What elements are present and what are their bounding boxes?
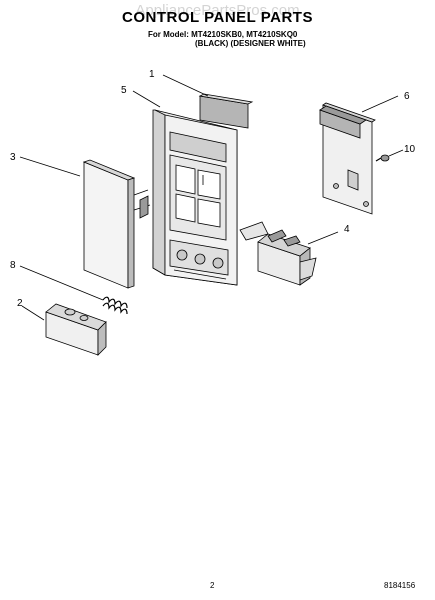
model-line: For Model: MT4210SKB0, MT4210SKQ0 (148, 30, 298, 39)
page-number: 2 (210, 581, 215, 590)
watermark: AppliancePartsPros.com (135, 2, 300, 19)
part-4-latch (239, 221, 317, 286)
callout-8: 8 (10, 260, 16, 271)
callout-5: 5 (121, 85, 127, 96)
part-6-control-board (319, 102, 376, 215)
diagram-title: CONTROL PANEL PARTS (122, 9, 313, 26)
callout-4: 4 (344, 224, 350, 235)
color-line: (BLACK) (DESIGNER WHITE) (195, 39, 306, 48)
part-5-control-panel (152, 109, 238, 286)
callout-1: 1 (149, 69, 155, 80)
callout-3: 3 (10, 152, 16, 163)
part-3-keypad (82, 159, 151, 289)
callout-2: 2 (17, 298, 23, 309)
part-1-strip (198, 93, 254, 129)
leader-lines (19, 74, 404, 321)
callout-10: 10 (404, 144, 416, 155)
part-8-spring (102, 296, 128, 315)
part-10-screw (375, 154, 390, 162)
callout-6: 6 (404, 91, 410, 102)
document-number: 8184156 (384, 581, 416, 590)
part-2-button (45, 303, 107, 356)
